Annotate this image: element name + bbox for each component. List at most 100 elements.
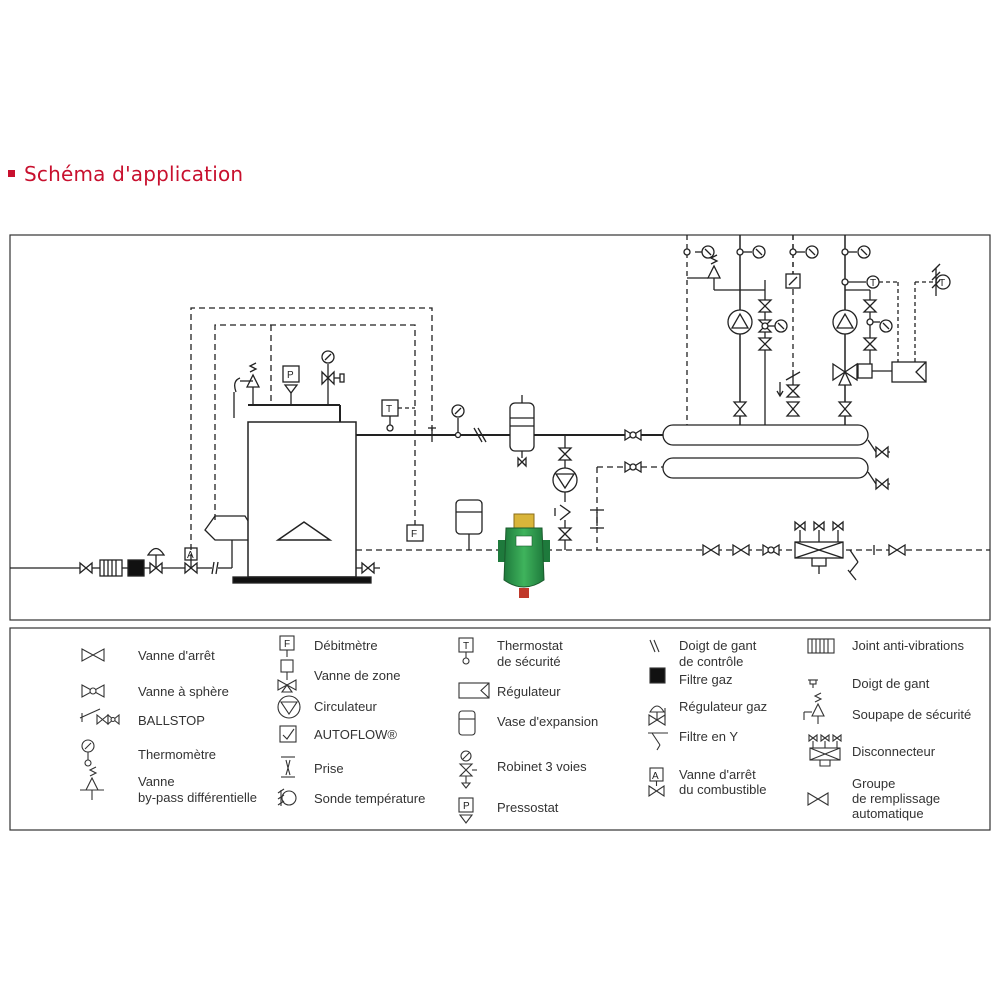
circulator-icon [277,695,301,719]
legend-thermostat-letter: T [463,641,469,652]
regulator-icon [458,682,490,699]
thermowell-icon [808,679,818,688]
legend-frame [9,627,991,831]
legend-label-fuel-valve-2: du combustible [679,782,766,797]
pressure-switch-letter: P [287,370,294,381]
return-ball-valve-2-icon [762,543,780,557]
stop-valve-icon [81,648,105,662]
legend-label-stop-valve: Vanne d'arrêt [138,648,215,663]
zone-valve-icon [277,659,297,693]
legend-label-control-well: Doigt de gant [679,638,757,653]
legend-label-safety-valve: Soupape de sécurité [852,707,971,722]
boiler-flame-icon [275,521,333,541]
test-port-icon [281,756,295,778]
bypass-stop-valve-2-icon [557,527,573,541]
legend-label-y-filter: Filtre en Y [679,729,738,744]
legend-label-thermostat-2: de sécurité [497,654,561,669]
control-well-icon [649,639,660,653]
three-way-valve-icon [832,362,892,386]
legend-label-disconnector: Disconnecteur [852,744,936,759]
legend-label-zone-valve: Vanne de zone [314,668,401,683]
legend-label-flowmeter: Débitmètre [314,638,378,653]
bypass-valve-icon [687,254,765,291]
gas-regulator-icon [146,547,166,575]
pressure-switch-icon [282,365,300,405]
temperature-probe-icon [277,788,297,806]
legend-label-bypass: Vanne [138,774,175,789]
y-filter-icon [847,549,859,581]
burner [204,515,251,541]
safety-thermostat-icon [458,637,474,665]
legend-label-ball-valve: Vanne à sphère [138,684,229,699]
legend-label-expansion-vessel: Vase d'expansion [497,714,598,729]
legend-label-fill-group: Groupe [852,776,895,791]
legend-label-thermostat: Thermostat [497,638,563,653]
anti-vibration-joint-icon [99,559,123,577]
gas-stop-valve-icon [79,561,93,575]
control-well-icon [473,427,487,443]
legend-label-autoflow: AUTOFLOW® [314,727,397,742]
circuit3-circulator-icon [832,309,858,335]
bypass-valve-icon [80,766,104,800]
legend-label-thermometer: Thermomètre [138,747,216,762]
thermostat-letter: T [386,404,392,415]
flow-header [662,424,869,446]
autoflow-icon [785,235,801,289]
return-check-valve-icon [732,543,750,557]
circuit3-thermometer-icon [841,245,871,259]
safety-valve-icon [803,692,825,724]
legend-flowmeter-letter: F [284,639,290,650]
flow-ball-valve-icon [624,428,642,442]
probe-letter: T [870,278,876,289]
flowmeter-icon [406,524,424,542]
thermometer-icon [451,404,465,439]
safety-thermostat-icon [381,399,415,432]
schematic: A P [10,235,990,584]
gas-filter-icon [127,559,145,577]
autoflow-icon [279,725,297,743]
regulator-icon [891,361,927,383]
legend-label-gas-regulator: Régulateur gaz [679,699,767,714]
legend-label-thermowell: Doigt de gant [852,676,930,691]
circuit1-thermometer-2-icon [736,245,766,259]
expansion-vessel-icon [458,710,476,736]
legend-label-gas-filter: Filtre gaz [679,672,732,687]
fuel-shutoff-valve-icon [648,767,665,798]
expansion-vessel-icon [455,499,483,550]
drain-valve-icon [361,561,375,575]
legend-fuel-letter: A [652,771,659,782]
legend-label-three-way-valve: Robinet 3 voies [497,759,587,774]
three-way-valve-icon [458,750,477,789]
fuel-shutoff-valve-icon [184,547,198,575]
legend-label-circulator: Circulateur [314,699,378,714]
schematic-frame [9,234,991,621]
gas-regulator-icon [648,705,666,726]
legend-label-fill-group-3: automatique [852,806,924,821]
air-separator [509,395,535,468]
legend-pressure-letter: P [463,801,470,812]
thermometer-icon [81,739,95,767]
circuit3-valves [845,289,893,351]
gauge-three-way-icon [321,350,345,405]
outdoor-probe: T [914,263,951,362]
legend-label-anti-vibration: Joint anti-vibrations [852,638,964,653]
gas-filter-icon [649,667,666,684]
return-header [662,457,869,479]
legend-label-fill-group-2: de remplissage [852,791,940,806]
ballstop-icon [79,708,120,726]
ball-valve-icon [81,684,105,698]
check-valve-icon [554,504,572,521]
disconnector-icon [808,733,842,767]
bypass-stop-valve-icon [557,447,573,461]
circuit2-ballstop-icon [776,370,801,398]
flowmeter-icon [279,635,295,657]
legend-label-ballstop: BALLSTOP [138,713,205,728]
return-ball-valve-icon [624,460,642,474]
circuit1-circulator-icon [727,309,753,335]
legend-label-regulator: Régulateur [497,684,561,699]
circuit1-thermometer-icon [683,245,715,259]
legend-label-temperature-probe: Sonde température [314,791,425,806]
legend-labels: Vanne d'arrêt Vanne à sphère BALLSTOP Th… [138,638,971,821]
fill-stop-valve-icon [888,543,906,557]
control-wiring [190,307,433,560]
